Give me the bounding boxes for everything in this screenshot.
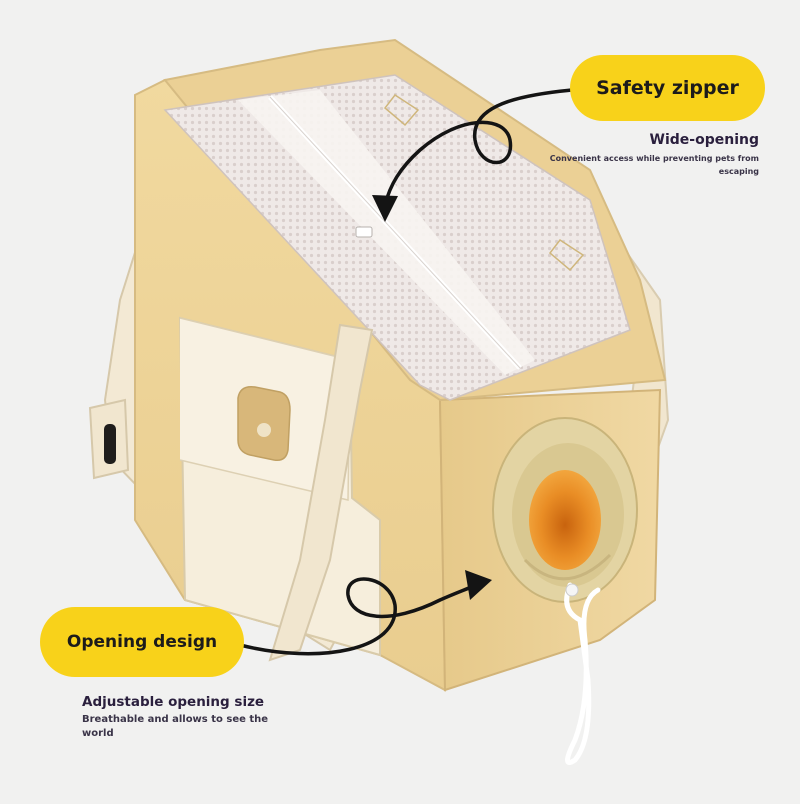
- opening-arrow: [238, 577, 480, 656]
- shoulder-strap-front: [268, 323, 374, 662]
- safety-zipper-callout: Safety zipper: [570, 55, 765, 121]
- porthole-hole: [529, 470, 601, 570]
- safety-zipper-label: Safety zipper: [596, 77, 739, 99]
- adjustable-opening-description: Breathable and allows to see the world: [82, 714, 269, 739]
- zipper-pull: [355, 226, 373, 238]
- wide-opening-description: Convenient access while preventing pets …: [549, 154, 759, 176]
- zipper-arrow: [383, 88, 574, 207]
- adjustable-opening-heading: Adjustable opening size: [82, 694, 265, 710]
- opening-design-callout: Opening design: [40, 607, 244, 677]
- opening-design-label: Opening design: [66, 632, 218, 652]
- opening-arrowhead: [465, 570, 492, 600]
- wide-opening-heading: Wide-opening: [649, 132, 759, 148]
- drawstring-cord: [564, 582, 601, 765]
- zipper-arrowhead: [372, 195, 398, 222]
